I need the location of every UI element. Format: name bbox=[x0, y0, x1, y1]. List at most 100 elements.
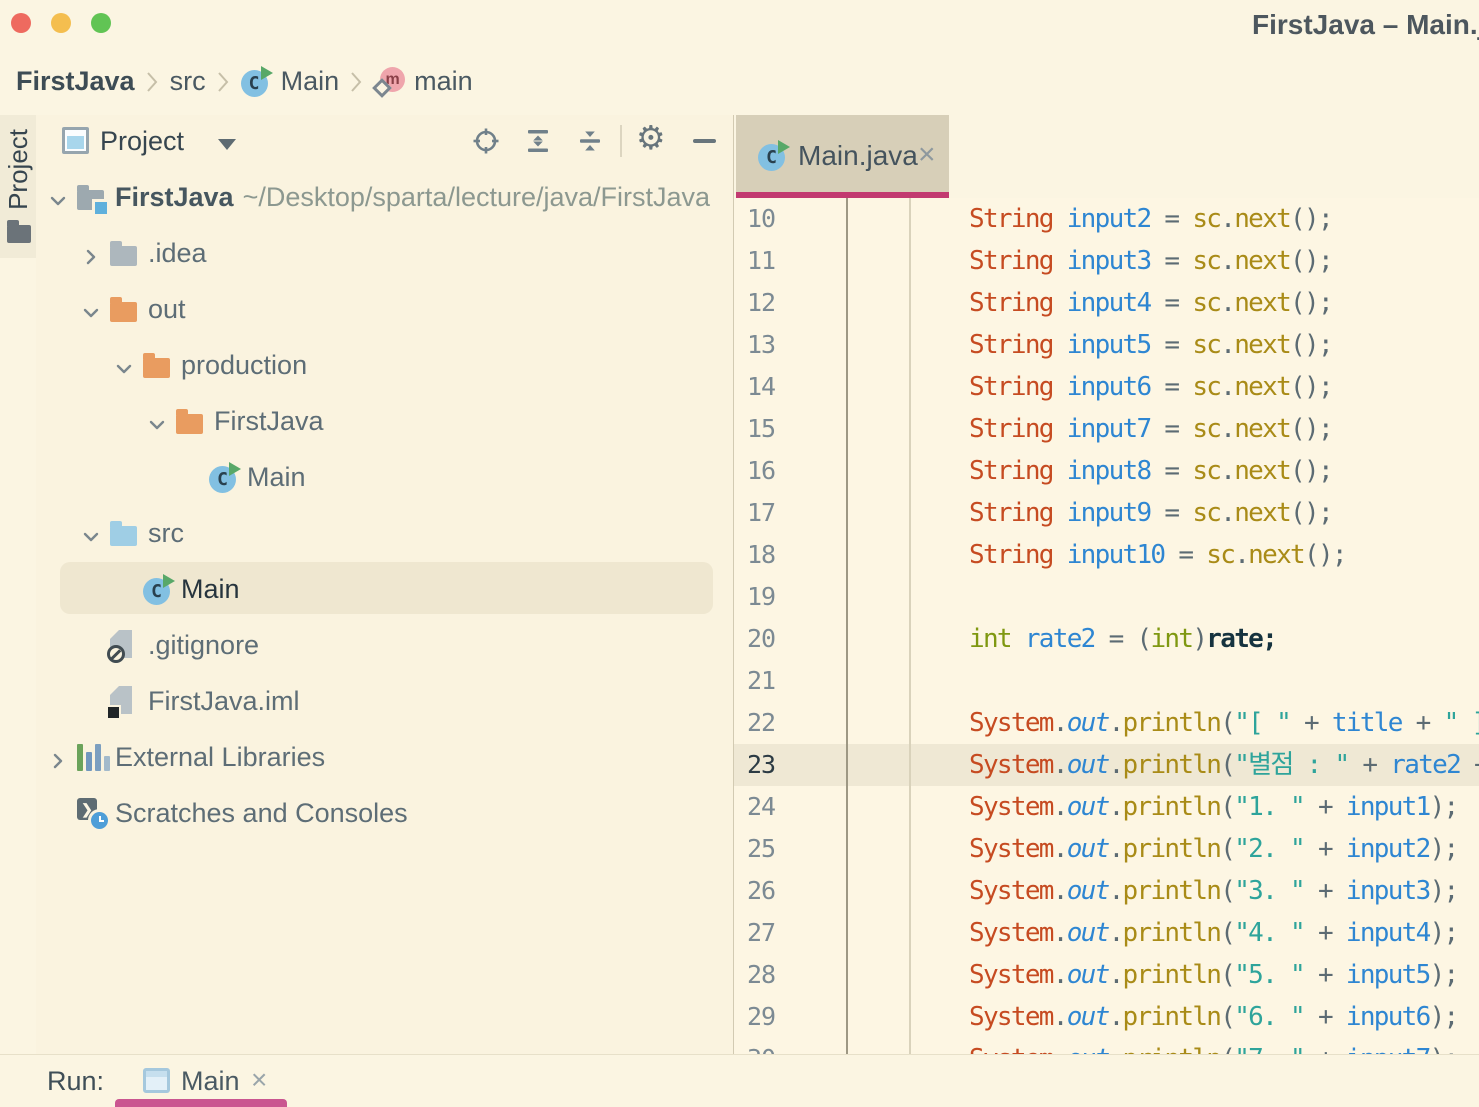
code-line-30[interactable]: 30 System.out.println("7. " + input7); bbox=[734, 1038, 1479, 1054]
chevron-right-icon[interactable] bbox=[48, 747, 68, 769]
ignored-file-icon bbox=[107, 630, 136, 663]
project-folder-icon bbox=[77, 184, 107, 214]
zoom-window-button[interactable] bbox=[91, 13, 111, 33]
chevron-right-icon[interactable] bbox=[81, 243, 101, 265]
collapse-all-icon[interactable] bbox=[576, 127, 604, 155]
line-number: 10 bbox=[747, 204, 776, 233]
breadcrumb-separator-icon bbox=[350, 70, 363, 94]
code-line-23[interactable]: 23 System.out.println("별점 : " + rate2 + bbox=[734, 744, 1479, 786]
expand-all-icon[interactable] bbox=[524, 127, 552, 155]
code-text: String input4 = sc.next(); bbox=[969, 288, 1334, 318]
class-icon: C bbox=[240, 66, 273, 97]
project-path: ~/Desktop/sparta/lecture/java/FirstJava bbox=[242, 182, 711, 212]
tab-label: Main.java bbox=[798, 140, 918, 171]
breadcrumb-item-FirstJava[interactable]: FirstJava bbox=[16, 66, 135, 97]
code-text: System.out.println("별점 : " + rate2 + bbox=[969, 750, 1479, 780]
folder-icon bbox=[7, 220, 31, 243]
tree-item-out[interactable]: out bbox=[36, 281, 733, 337]
folder-icon bbox=[176, 408, 203, 434]
chevron-down-icon[interactable] bbox=[218, 139, 236, 159]
code-text: System.out.println("4. " + input4); bbox=[969, 918, 1459, 948]
tree-item-Scratches-and-Consoles[interactable]: ❯Scratches and Consoles bbox=[36, 785, 733, 841]
code-text: String input5 = sc.next(); bbox=[969, 330, 1334, 360]
close-window-button[interactable] bbox=[11, 13, 31, 33]
chevron-down-icon[interactable] bbox=[147, 411, 167, 431]
tree-item-External-Libraries[interactable]: External Libraries bbox=[36, 729, 733, 785]
chevron-down-icon[interactable] bbox=[114, 355, 134, 375]
breadcrumb-separator-icon bbox=[217, 70, 230, 94]
tree-item-.gitignore[interactable]: .gitignore bbox=[36, 617, 733, 673]
locate-icon[interactable] bbox=[472, 127, 500, 155]
project-panel: Project ⚙ FirstJava~/Desktop/sparta/lect… bbox=[36, 115, 733, 1054]
libraries-icon bbox=[77, 743, 110, 771]
code-line-19[interactable]: 19 bbox=[734, 576, 1479, 618]
tree-item-FirstJava.iml[interactable]: FirstJava.iml bbox=[36, 673, 733, 729]
tree-item-src[interactable]: src bbox=[36, 505, 733, 561]
close-tab-icon[interactable]: × bbox=[918, 138, 936, 171]
project-panel-title[interactable]: Project bbox=[100, 126, 185, 156]
line-number: 28 bbox=[747, 960, 776, 989]
class-icon: C bbox=[143, 573, 175, 605]
run-tab-main[interactable]: Main × bbox=[115, 1055, 287, 1107]
chevron-down-icon[interactable] bbox=[81, 299, 101, 319]
hide-panel-icon[interactable] bbox=[693, 139, 716, 143]
chevron-down-icon[interactable] bbox=[48, 187, 68, 207]
close-run-tab-icon[interactable]: × bbox=[251, 1064, 268, 1095]
run-bar: Run: Main × bbox=[0, 1054, 1479, 1107]
tree-item-label: FirstJava bbox=[214, 406, 324, 436]
line-number: 18 bbox=[747, 540, 776, 569]
breadcrumb-item-label: Main bbox=[280, 66, 340, 96]
line-number: 14 bbox=[747, 372, 776, 401]
line-number: 16 bbox=[747, 456, 776, 485]
breadcrumb-item-label: main bbox=[414, 66, 473, 96]
tool-stripe-project-button[interactable]: Project bbox=[0, 115, 36, 258]
code-text: System.out.println("1. " + input1); bbox=[969, 792, 1459, 822]
code-text: System.out.println("7. " + input7); bbox=[969, 1038, 1459, 1054]
line-number: 29 bbox=[747, 1002, 776, 1031]
breadcrumb-item-src[interactable]: src bbox=[170, 66, 206, 97]
breadcrumb-separator-icon bbox=[146, 70, 159, 94]
minimize-window-button[interactable] bbox=[51, 13, 71, 33]
tree-item-.idea[interactable]: .idea bbox=[36, 225, 733, 281]
chevron-down-icon[interactable] bbox=[81, 523, 101, 543]
window-title: FirstJava – Main.j bbox=[1252, 9, 1479, 40]
line-number: 23 bbox=[747, 750, 776, 779]
toolbar-separator bbox=[620, 125, 622, 157]
tree-item-FirstJava[interactable]: FirstJava~/Desktop/sparta/lecture/java/F… bbox=[36, 169, 733, 225]
run-tab-underline bbox=[115, 1099, 287, 1107]
code-text: String input7 = sc.next(); bbox=[969, 414, 1334, 444]
tree-item-production[interactable]: production bbox=[36, 337, 733, 393]
line-number: 30 bbox=[747, 1038, 776, 1054]
code-line-21[interactable]: 21 bbox=[734, 660, 1479, 702]
tab-main-java[interactable]: C Main.java × bbox=[736, 115, 949, 198]
line-number: 12 bbox=[747, 288, 776, 317]
line-number: 26 bbox=[747, 876, 776, 905]
tree-item-label: out bbox=[148, 294, 186, 324]
tree-item-FirstJava[interactable]: FirstJava bbox=[36, 393, 733, 449]
code-line-12[interactable]: 12 String input4 = sc.next(); bbox=[734, 282, 1479, 324]
settings-gear-icon[interactable]: ⚙ bbox=[636, 118, 666, 157]
